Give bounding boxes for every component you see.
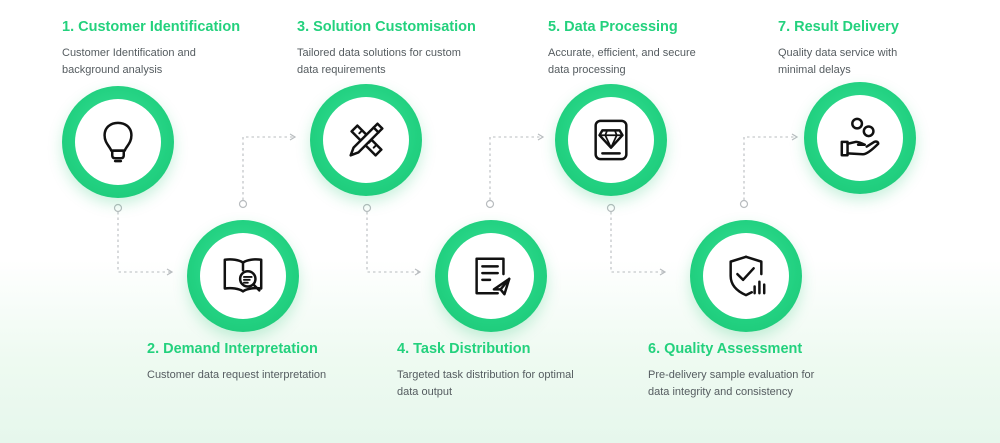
step-7-icon-container [817,95,903,181]
step-2-description: Customer data request interpretation [147,369,327,381]
step-5-title: 5. Data Processing [548,19,678,35]
step-7-title: 7. Result Delivery [778,19,899,35]
pencil-ruler-icon [349,122,384,157]
book-search-icon [223,258,263,293]
connector-5-6 [610,212,667,276]
step-5-circle [555,84,667,196]
hand-coins-icon [840,117,880,157]
connector-node [606,203,616,213]
step-5-icon-container [568,97,654,183]
step-6-icon-container [703,233,789,319]
step-3-title: 3. Solution Customisation [297,19,476,35]
step-5-description: Accurate, efficient, and secure data pro… [548,47,696,76]
connector-4-5 [489,133,545,200]
step-1-description: Customer Identification and background a… [62,47,196,76]
connector-node [739,199,749,209]
step-1-circle [62,86,174,198]
step-1-title: 1. Customer Identification [62,19,241,35]
step-7-description: Quality data service with minimal delays [778,47,898,76]
step-2-icon-container [200,233,286,319]
step-4-description: Targeted task distribution for optimal d… [397,369,574,398]
step-4-title: 4. Task Distribution [397,341,531,357]
connector-node [485,199,495,209]
step-2-title: 2. Demand Interpretation [147,341,318,357]
connector-1-2 [117,212,174,276]
step-4-icon-container [448,233,534,319]
connector-node [238,199,248,209]
step-1-icon-container [75,99,161,185]
step-7-circle [804,82,916,194]
connector-2-3 [242,133,297,200]
connector-3-4 [366,212,422,276]
connector-node [362,203,372,213]
step-6-circle [690,220,802,332]
shield-check-chart-icon [729,255,766,297]
step-6-description: Pre-delivery sample evaluation for data … [648,369,815,398]
diamond-card-icon [594,119,628,161]
step-3-circle [310,84,422,196]
step-2-circle [187,220,299,332]
step-4-circle [435,220,547,332]
lightbulb-icon [103,121,133,163]
document-send-icon [475,257,511,296]
step-3-icon-container [323,97,409,183]
step-3-description: Tailored data solutions for custom data … [297,47,461,76]
step-6-title: 6. Quality Assessment [648,341,803,357]
connector-node [113,203,123,213]
connector-6-7 [743,133,799,200]
